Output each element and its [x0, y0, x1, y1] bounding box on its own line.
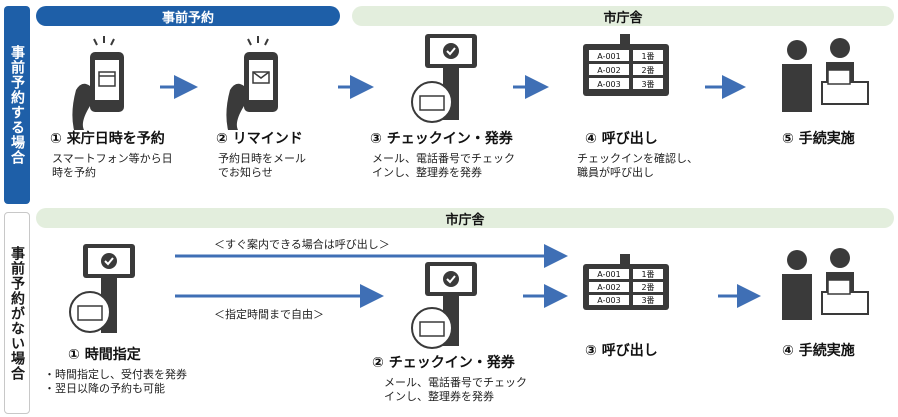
band-city-hall-1: 市庁舎 — [352, 6, 894, 26]
band-city-hall-2: 市庁舎 — [36, 208, 894, 228]
band-advance-reservation: 事前予約 — [36, 6, 340, 26]
queue-ticket-3b: A-003 — [597, 296, 620, 305]
queue-board-icon-1: A-001 A-002 A-003 1番 2番 3番 — [583, 34, 669, 96]
staff-and-citizen-icon-1 — [782, 38, 869, 112]
side-label-with-reservation: 事前予約する場合 — [4, 6, 30, 204]
queue-ticket-1: A-001 — [597, 52, 620, 61]
arrow-note-free-time: ＜指定時間まで自由＞ — [214, 308, 324, 321]
side-label-without-reservation: 事前予約がない場合 — [4, 212, 30, 414]
queue-counter-1: 1番 — [641, 51, 654, 61]
step-3-checkin-label: ③ チェックイン・発券 — [370, 131, 513, 147]
queue-ticket-1b: A-001 — [597, 270, 620, 279]
staff-and-citizen-icon-2 — [782, 248, 869, 320]
queue-counter-3: 3番 — [641, 79, 654, 89]
step-1-reserve-desc: スマートフォン等から日時を予約 — [52, 152, 173, 179]
step-5-procedure-label: ⑤ 手続実施 — [782, 131, 855, 147]
queue-counter-2b: 2番 — [641, 282, 654, 292]
step-3-call-label: ③ 呼び出し — [585, 343, 658, 359]
queue-counter-1b: 1番 — [641, 269, 654, 279]
checkin-kiosk-icon-1 — [411, 34, 477, 123]
step-4-call-label: ④ 呼び出し — [585, 131, 658, 147]
step-3-checkin-desc: メール、電話番号でチェックインし、整理券を発券 — [372, 152, 515, 179]
queue-board-icon-2: A-001 A-002 A-003 1番 2番 3番 — [583, 254, 669, 310]
step-2-checkin-label: ② チェックイン・発券 — [372, 355, 515, 371]
checkin-kiosk-icon-3 — [411, 262, 477, 349]
queue-ticket-3: A-003 — [597, 80, 620, 89]
step-2-checkin-desc: メール、電話番号でチェックインし、整理券を発券 — [384, 376, 527, 403]
queue-counter-3b: 3番 — [641, 295, 654, 305]
step-4-call-desc: チェックインを確認し、職員が呼び出し — [577, 152, 698, 179]
queue-ticket-2b: A-002 — [597, 283, 620, 292]
step-2-remind-desc: 予約日時をメールでお知らせ — [218, 152, 306, 179]
step-4-procedure-label: ④ 手続実施 — [782, 343, 855, 359]
smartphone-calendar-icon — [72, 36, 124, 130]
queue-counter-2: 2番 — [641, 65, 654, 75]
step-2-remind-label: ② リマインド — [216, 131, 303, 147]
step-1-time-label: ① 時間指定 — [68, 347, 141, 363]
step-1-reserve-label: ① 来庁日時を予約 — [50, 131, 165, 147]
arrow-note-direct-call: ＜すぐ案内できる場合は呼び出し＞ — [214, 238, 390, 251]
smartphone-mail-icon — [226, 36, 278, 130]
checkin-kiosk-icon-2 — [69, 244, 135, 333]
queue-ticket-2: A-002 — [597, 66, 620, 75]
step-1-time-desc: ・時間指定し、受付表を発券・翌日以降の予約も可能 — [44, 368, 187, 395]
